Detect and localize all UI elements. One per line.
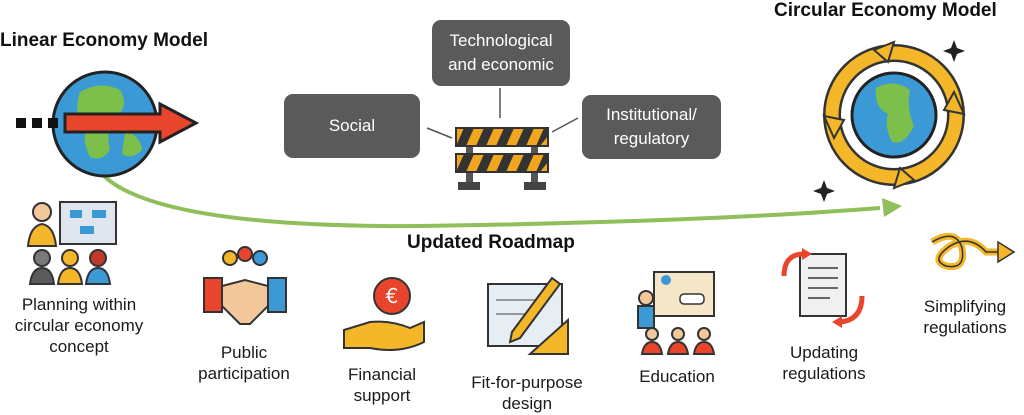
institutional-regulatory-box: Institutional/ regulatory [582, 95, 721, 159]
euro-coin-hand-icon: € [343, 277, 425, 351]
simplify-squiggle-icon [930, 232, 1016, 271]
public-participation-label: Public participation [198, 343, 290, 383]
circular-globe-icon [813, 40, 966, 202]
circular-economy-title: Circular Economy Model [774, 0, 997, 21]
planning-icon [26, 201, 117, 285]
education-label: Education [639, 367, 715, 386]
roadblock-icon [455, 127, 549, 190]
linear-globe-icon [16, 70, 200, 178]
technological-economic-box: Technological and economic [432, 20, 570, 86]
social-box: Social [284, 94, 420, 158]
planning-label: Planning within circular economy concept [14, 295, 144, 356]
updating-regulations-label: Updating regulations [782, 343, 866, 383]
updated-roadmap-title: Updated Roadmap [407, 232, 575, 253]
financial-support-label: Financial support [347, 365, 417, 405]
education-icon [637, 271, 716, 355]
design-blueprint-icon [487, 276, 569, 355]
linear-economy-title: Linear Economy Model [0, 30, 208, 51]
simplifying-regulations-label: Simplifying regulations [923, 297, 1007, 337]
handshake-icon [203, 246, 287, 325]
svg-text:€: € [386, 284, 399, 308]
fit-for-purpose-label: Fit-for-purpose design [471, 373, 583, 413]
document-refresh-icon [781, 248, 865, 328]
